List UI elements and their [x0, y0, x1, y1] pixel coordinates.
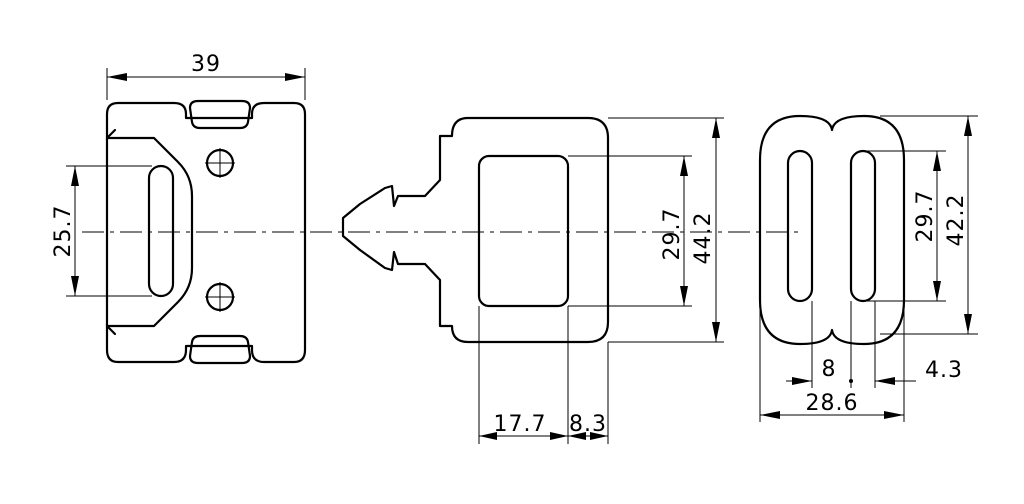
dim-label-slider-slot-height: 29.7: [913, 190, 938, 243]
screw-hole-bottom-icon: [205, 282, 235, 312]
slider-slot-right: [849, 149, 877, 303]
male-body-outline: [341, 116, 610, 344]
dim-label-male-total-height: 44.2: [691, 212, 716, 265]
dim-label-slider-slot-width: 4.3: [925, 358, 963, 383]
dim-slider-total-height: 42.2: [880, 115, 978, 335]
dim-female-slot-height: 25.7: [51, 165, 152, 297]
dim-slider-center-dot: [849, 379, 853, 383]
dim-male-window-height: 29.7: [568, 155, 692, 307]
dim-label-female-width: 39: [191, 52, 221, 77]
female-channel: [105, 136, 194, 328]
female-slot: [147, 164, 175, 298]
dim-slider-pitch: 8 4.3: [786, 301, 963, 388]
dim-male-window-width: 17.7 8.3: [478, 306, 609, 444]
slider-outline: [758, 114, 906, 346]
dim-slider-slot-height: 29.7: [863, 150, 946, 302]
dim-label-male-window-width: 17.7: [494, 412, 547, 437]
male-window: [477, 154, 570, 308]
female-top-tab: [188, 99, 252, 130]
male-buckle-part: [341, 116, 610, 344]
dim-slider-total-width: 28.6: [759, 300, 905, 422]
dim-label-slider-pitch: 8: [822, 357, 837, 382]
female-body-outline: [105, 101, 307, 364]
dim-label-slider-total-height: 42.2: [944, 194, 969, 247]
screw-hole-top-icon: [205, 148, 235, 178]
slider-slot-left: [786, 149, 814, 303]
female-channel-bottom-edge: [105, 324, 117, 336]
female-channel-top-edge: [105, 128, 117, 140]
dim-label-male-side-width: 8.3: [569, 412, 607, 437]
dim-label-slider-total-width: 28.6: [806, 391, 859, 416]
dim-female-width: 39: [106, 52, 306, 100]
slider-part: [758, 114, 906, 346]
female-bottom-tab: [188, 334, 252, 365]
female-buckle-part: [105, 99, 307, 365]
dim-label-female-slot-height: 25.7: [51, 205, 76, 258]
dim-label-male-window-height: 29.7: [660, 208, 685, 261]
dim-male-total-height: 44.2: [608, 117, 724, 343]
